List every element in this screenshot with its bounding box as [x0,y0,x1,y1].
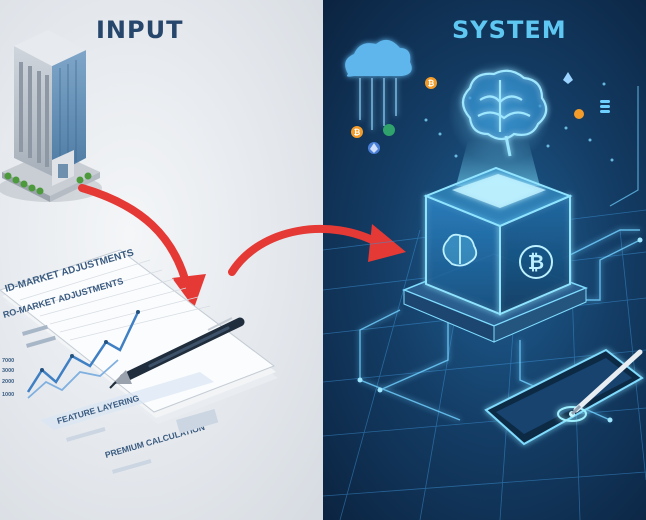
cloud-icon [345,40,412,130]
database-icon [600,100,610,113]
document-icon: ID-MARKET ADJUSTMENTS RO-MARKET ADJUSTME… [0,247,278,473]
doc-axis-value-1: 7000 [2,358,14,364]
flow-arrow-2 [232,229,380,272]
processing-cube-icon: ₿ [404,168,586,342]
svg-text:₿: ₿ [528,250,544,274]
doc-section-1: FEATURE LAYERING [56,393,141,426]
tablet-icon [486,350,642,444]
system-title: SYSTEM [452,16,567,44]
input-title: INPUT [96,16,183,44]
doc-axis-value-4: 1000 [2,392,14,398]
flow-arrow-2-head [368,224,406,262]
ethereum-icon [563,72,573,84]
svg-text:₿: ₿ [354,128,361,137]
doc-axis-value-3: 2000 [2,379,14,385]
svg-text:₿: ₿ [428,79,435,88]
office-building-icon [0,30,102,202]
doc-axis-value-2: 3000 [2,368,14,374]
cube-brain-icon [443,235,476,266]
